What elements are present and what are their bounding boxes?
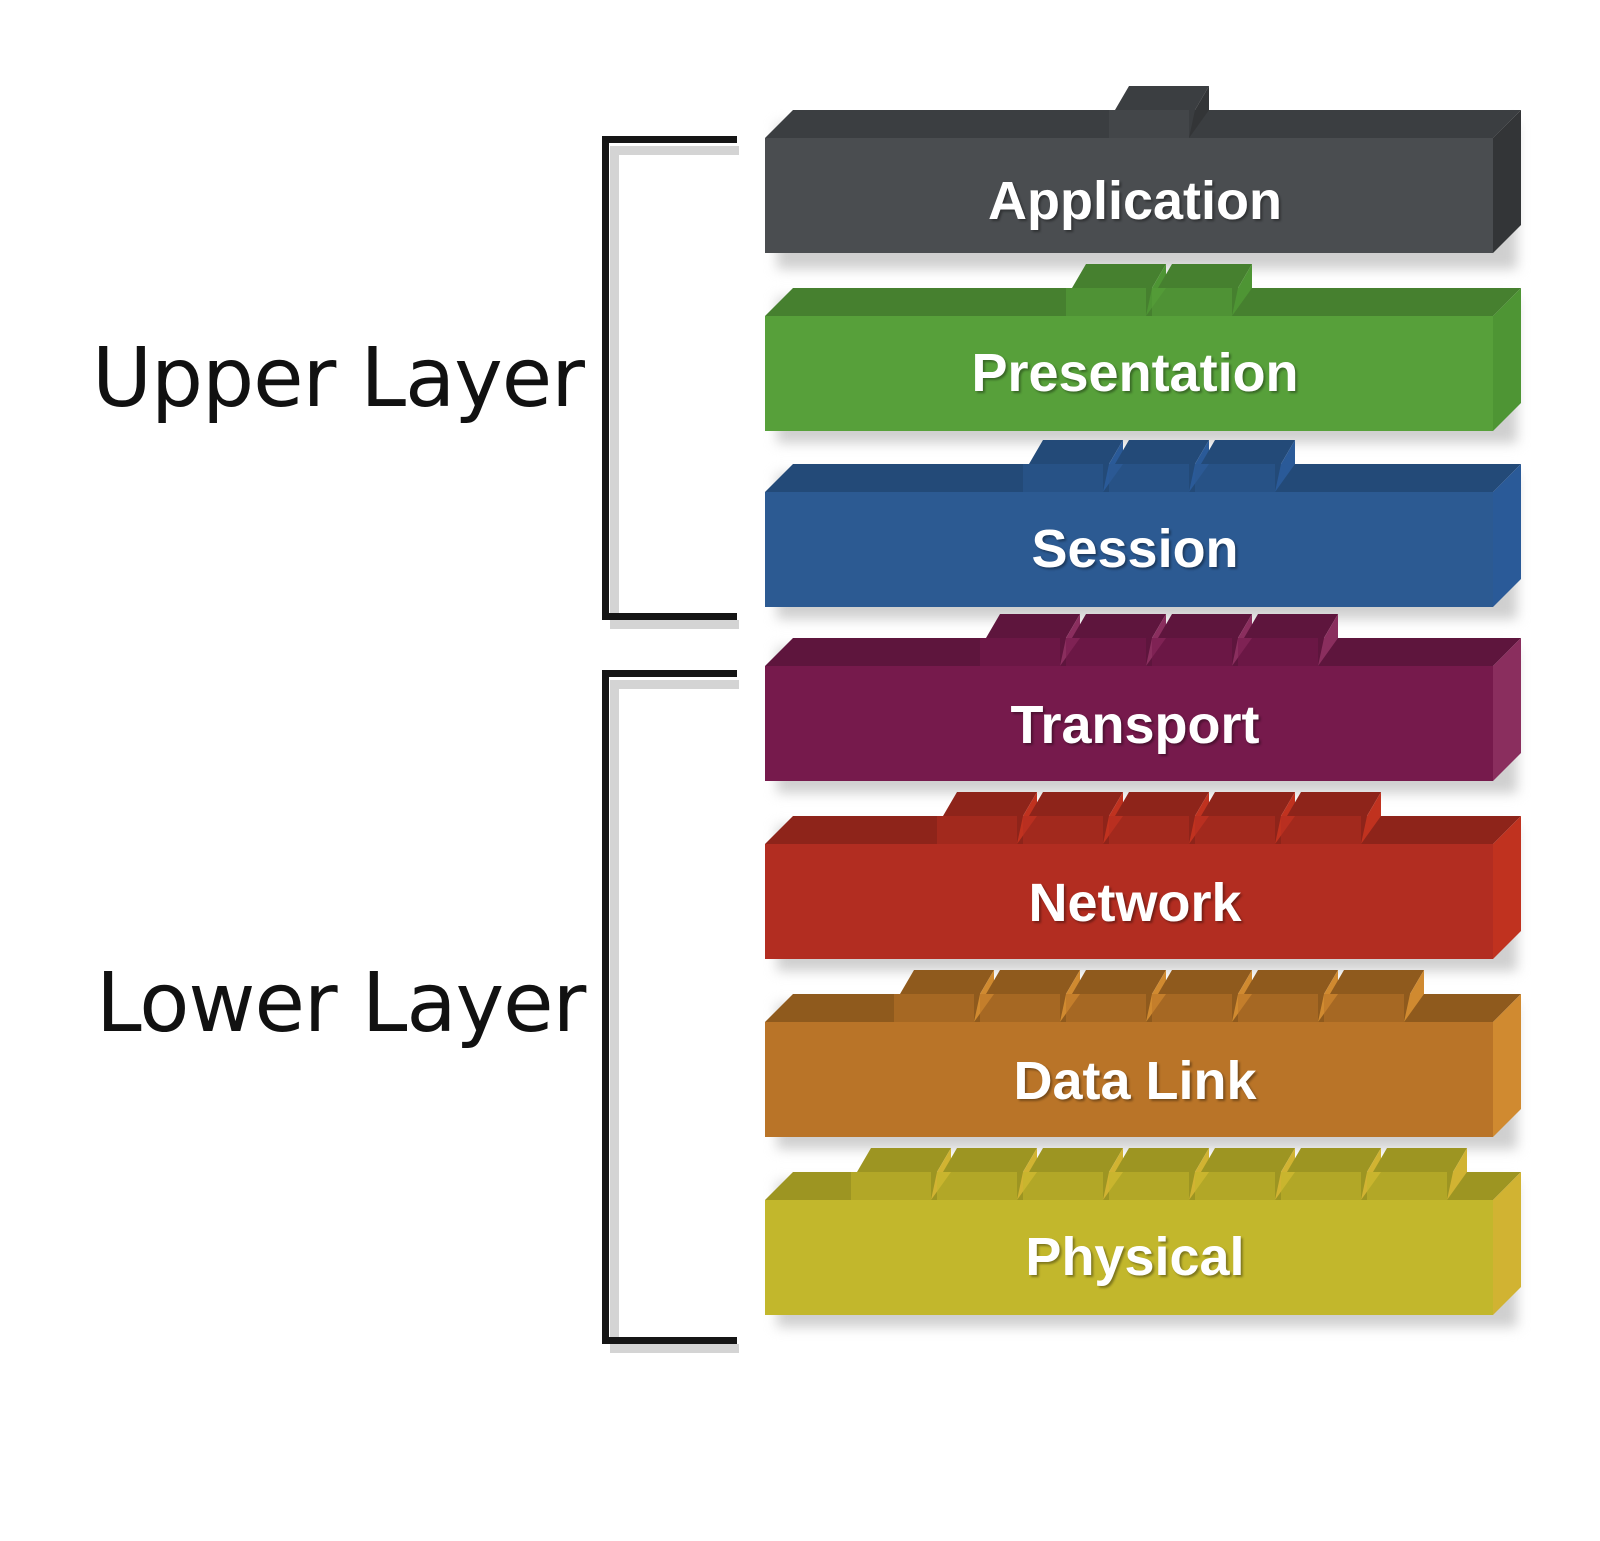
layer-side-face — [1493, 638, 1521, 781]
layer-tab-front — [1023, 464, 1103, 492]
layer-tab-side — [1404, 970, 1424, 1022]
layer-tab-front — [1195, 1172, 1275, 1200]
layer-tab-front — [1195, 464, 1275, 492]
layer-label: Session — [1031, 519, 1239, 579]
layer-side-face — [1493, 464, 1521, 607]
layer-tab-top — [1029, 792, 1123, 816]
layer-tab-top — [943, 1148, 1037, 1172]
layer-tab-side — [1447, 1148, 1467, 1200]
layer-tab-front — [980, 994, 1060, 1022]
layer-side-face — [1493, 288, 1521, 431]
layer-block-shape — [765, 86, 1521, 253]
layer-front-face — [765, 492, 1493, 607]
layer-tab-front — [1066, 288, 1146, 316]
layer-tab-front — [1152, 994, 1232, 1022]
layer-tab-front — [1109, 110, 1189, 138]
layer-tab-top — [1115, 792, 1209, 816]
layer-tab-front — [1324, 994, 1404, 1022]
layer-tab-side — [1275, 440, 1295, 492]
layer-tab-top — [1244, 970, 1338, 994]
layer-tab-top — [857, 1148, 951, 1172]
layer-label: Transport — [1010, 695, 1260, 755]
layer-tab-top — [1244, 614, 1338, 638]
layer-tab-top — [1373, 1148, 1467, 1172]
lower-layer-label: Lower Layer — [96, 956, 586, 1051]
layer-front-face — [765, 844, 1493, 959]
layer-tab-front — [937, 816, 1017, 844]
layer-front-face — [765, 138, 1493, 253]
lower-layer-bracket — [602, 670, 737, 1344]
layer-front-face — [765, 316, 1493, 431]
layer-tab-front — [1023, 1172, 1103, 1200]
layer-tab-front — [1109, 1172, 1189, 1200]
layer-tab-front — [1023, 816, 1103, 844]
layer-tab-side — [1318, 614, 1338, 666]
lower-layer-bracket-shadow — [610, 680, 739, 1353]
layer-label: Network — [1028, 873, 1242, 933]
layer-tab-top — [1158, 970, 1252, 994]
layer-tab-front — [1109, 816, 1189, 844]
layer-tab-top — [1115, 1148, 1209, 1172]
layer-tab-top — [1072, 970, 1166, 994]
layer-tab-front — [1367, 1172, 1447, 1200]
layer-tab-front — [1152, 638, 1232, 666]
layer-tab-top — [1115, 86, 1209, 110]
layer-tab-top — [1158, 614, 1252, 638]
layer-block-shape — [765, 614, 1521, 781]
layer-side-face — [1493, 816, 1521, 959]
layer-tab-top — [1029, 1148, 1123, 1172]
layer-tab-top — [1115, 440, 1209, 464]
layer-tab-top — [1201, 440, 1295, 464]
layer-tab-front — [1281, 816, 1361, 844]
layer-tab-front — [1238, 638, 1318, 666]
layer-tab-front — [1195, 816, 1275, 844]
layer-label: Physical — [1025, 1227, 1245, 1287]
layer-tab-top — [1072, 264, 1166, 288]
layer-block-shape — [765, 264, 1521, 431]
layer-tab-top — [1287, 792, 1381, 816]
layer-block-shape — [765, 792, 1521, 959]
layer-front-face — [765, 666, 1493, 781]
layer-side-face — [1493, 1172, 1521, 1315]
layer-tab-front — [1109, 464, 1189, 492]
layer-tab-top — [900, 970, 994, 994]
layer-front-face — [765, 1022, 1493, 1137]
layer-tab-side — [1361, 792, 1381, 844]
layer-label: Presentation — [971, 343, 1299, 403]
layer-tab-top — [1330, 970, 1424, 994]
layer-tab-top — [1201, 1148, 1295, 1172]
layer-tab-front — [937, 1172, 1017, 1200]
layer-tab-top — [1029, 440, 1123, 464]
layer-tab-front — [1281, 1172, 1361, 1200]
layer-tab-top — [986, 970, 1080, 994]
layer-tab-side — [1189, 86, 1209, 138]
layer-tab-side — [1232, 264, 1252, 316]
layer-label: Data Link — [1013, 1051, 1257, 1111]
layer-side-face — [1493, 994, 1521, 1137]
layer-tab-front — [1238, 994, 1318, 1022]
layer-tab-top — [1072, 614, 1166, 638]
upper-layer-bracket-shadow — [610, 146, 739, 629]
upper-layer-label: Upper Layer — [92, 331, 585, 426]
layer-block-shape — [765, 1148, 1521, 1315]
layer-front-face — [765, 1200, 1493, 1315]
layer-tab-top — [1201, 792, 1295, 816]
layer-tab-top — [943, 792, 1037, 816]
layer-tab-top — [1287, 1148, 1381, 1172]
layer-tab-front — [851, 1172, 931, 1200]
layer-tab-top — [986, 614, 1080, 638]
layer-tab-front — [894, 994, 974, 1022]
layer-block-shape — [765, 970, 1521, 1137]
layer-tab-front — [1066, 638, 1146, 666]
layer-tab-front — [1152, 288, 1232, 316]
upper-layer-bracket — [602, 136, 737, 620]
layer-tab-front — [1066, 994, 1146, 1022]
layer-side-face — [1493, 110, 1521, 253]
layer-label: Application — [988, 171, 1282, 231]
layer-tab-top — [1158, 264, 1252, 288]
layer-tab-front — [980, 638, 1060, 666]
layer-block-shape — [765, 440, 1521, 607]
